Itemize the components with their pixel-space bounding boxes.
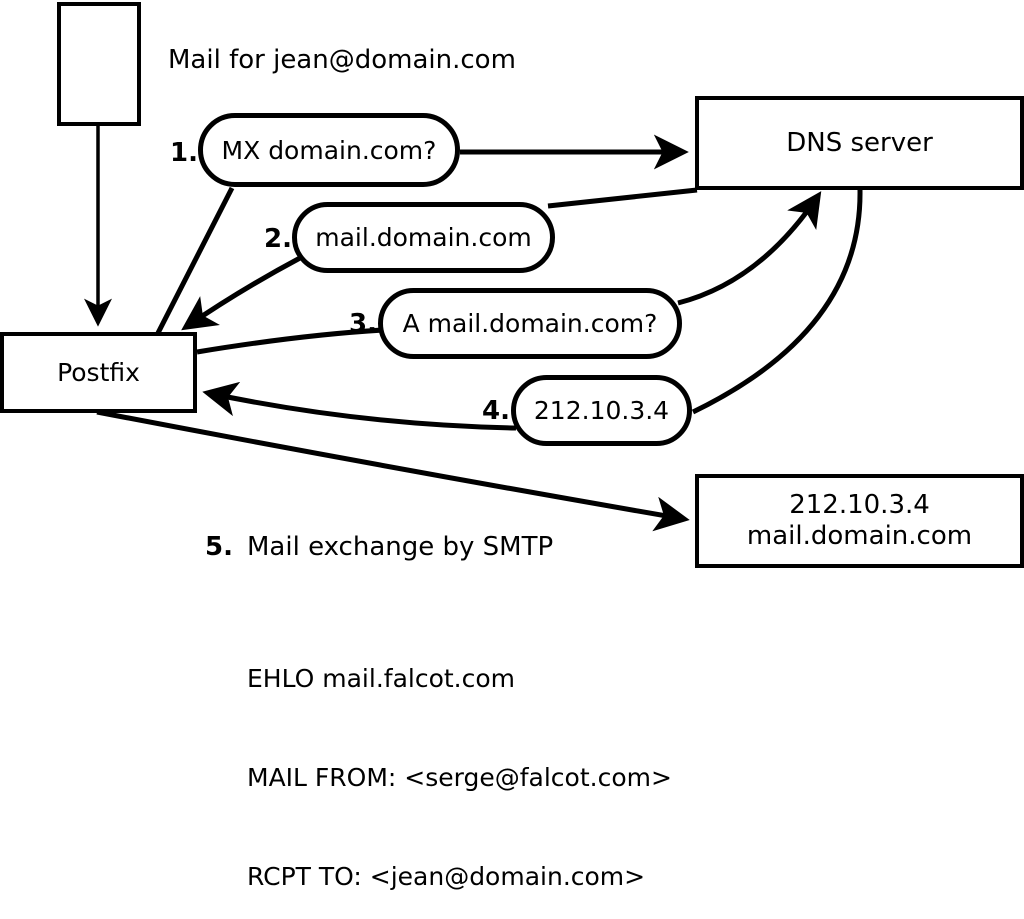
mail-server-hostname: mail.domain.com [746, 521, 973, 551]
connector-dns-to-bubble4 [691, 189, 863, 415]
step-5-number: 5. [205, 532, 233, 562]
mail-server-ip: 212.10.3.4 [789, 490, 930, 521]
step-1-bubble-label: MX domain.com? [221, 135, 437, 165]
step-1-bubble: MX domain.com? [198, 113, 460, 187]
connector-bubble4-to-postfix [202, 381, 517, 431]
step-4-number: 4. [482, 396, 510, 426]
page-title-text: Mail for jean@domain.com [168, 45, 516, 75]
step-4-bubble: 212.10.3.4 [511, 375, 692, 446]
step-3-number: 3. [349, 309, 377, 339]
smtp-line: MAIL FROM: <serge@falcot.com> [247, 763, 672, 792]
connector-postfix-to-bubble3 [196, 327, 384, 355]
mail-server-box: 212.10.3.4 mail.domain.com [695, 474, 1024, 568]
smtp-line: RCPT TO: <jean@domain.com> [247, 862, 646, 891]
step-3-bubble: A mail.domain.com? [378, 288, 682, 359]
step-2-number: 2. [264, 224, 292, 254]
connector-bubble2-to-postfix [181, 255, 302, 331]
dns-server-box-label: DNS server [786, 127, 933, 158]
page-title: Mail for jean@domain.com [168, 45, 516, 75]
connector-postfix-to-mailserver [96, 409, 690, 532]
dns-server-box: DNS server [695, 96, 1024, 190]
smtp-line: EHLO mail.falcot.com [247, 664, 516, 693]
postfix-box: Postfix [0, 332, 197, 413]
connector-bubble3-to-dns [677, 191, 822, 306]
connector-dns-to-bubble2 [547, 187, 698, 209]
postfix-box-label: Postfix [57, 357, 140, 387]
sender-box [57, 2, 141, 126]
step-2-bubble: mail.domain.com [292, 202, 555, 273]
smtp-transcript: EHLO mail.falcot.com MAIL FROM: <serge@f… [247, 596, 672, 919]
step-4-bubble-label: 212.10.3.4 [533, 396, 670, 425]
step-2-bubble-label: mail.domain.com [315, 223, 532, 252]
step-3-bubble-label: A mail.domain.com? [402, 309, 658, 338]
connector-bubble1-tail [155, 186, 235, 335]
step-1-number: 1. [170, 138, 198, 168]
step-5-label: Mail exchange by SMTP [247, 532, 554, 562]
